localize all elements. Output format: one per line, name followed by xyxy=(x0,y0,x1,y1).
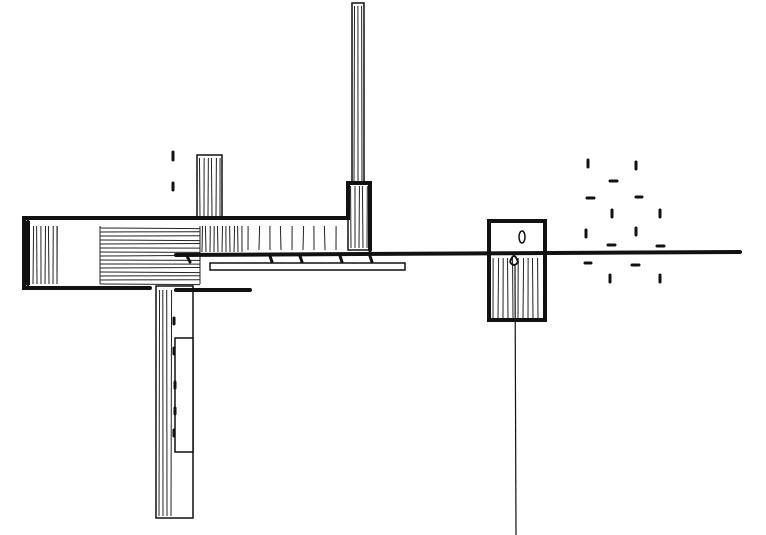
thin-strip xyxy=(209,262,406,271)
dash-mark xyxy=(298,254,304,264)
dash-mark xyxy=(268,254,274,264)
right-box xyxy=(487,219,547,535)
hatch-line xyxy=(323,225,326,251)
hatch-line xyxy=(258,225,261,251)
hatch-line xyxy=(158,289,161,517)
hatch-line xyxy=(497,257,500,319)
hatch-line xyxy=(99,227,201,230)
main-wall-outline xyxy=(22,181,742,292)
hatch-line xyxy=(302,225,305,251)
hatch-line xyxy=(279,225,282,251)
hatch-line xyxy=(170,289,173,517)
hatch-line xyxy=(44,225,47,285)
dash-mark xyxy=(185,254,192,264)
hatch-line xyxy=(204,225,207,253)
hatch-line xyxy=(522,257,525,319)
hatch-line xyxy=(47,225,50,285)
hatch-line xyxy=(32,225,35,285)
dash-mark xyxy=(368,254,374,264)
hatch-line xyxy=(210,157,213,217)
hatch-line xyxy=(353,5,356,182)
upper-post xyxy=(196,154,223,219)
dash-mark xyxy=(338,254,344,264)
hatch-line xyxy=(221,225,224,253)
hatch-line xyxy=(99,271,201,274)
hatch-line xyxy=(233,225,236,253)
hatch-line xyxy=(99,239,201,242)
tall-pole xyxy=(347,2,371,251)
hatching-group xyxy=(32,5,539,517)
hatch-line xyxy=(531,257,534,319)
lower-post xyxy=(155,285,194,519)
hatch-line xyxy=(198,157,201,217)
hatch-line xyxy=(361,185,364,249)
hatch-line xyxy=(99,283,201,286)
dash-markers xyxy=(171,150,666,438)
hatch-line xyxy=(216,225,219,253)
hatch-line xyxy=(99,242,201,245)
